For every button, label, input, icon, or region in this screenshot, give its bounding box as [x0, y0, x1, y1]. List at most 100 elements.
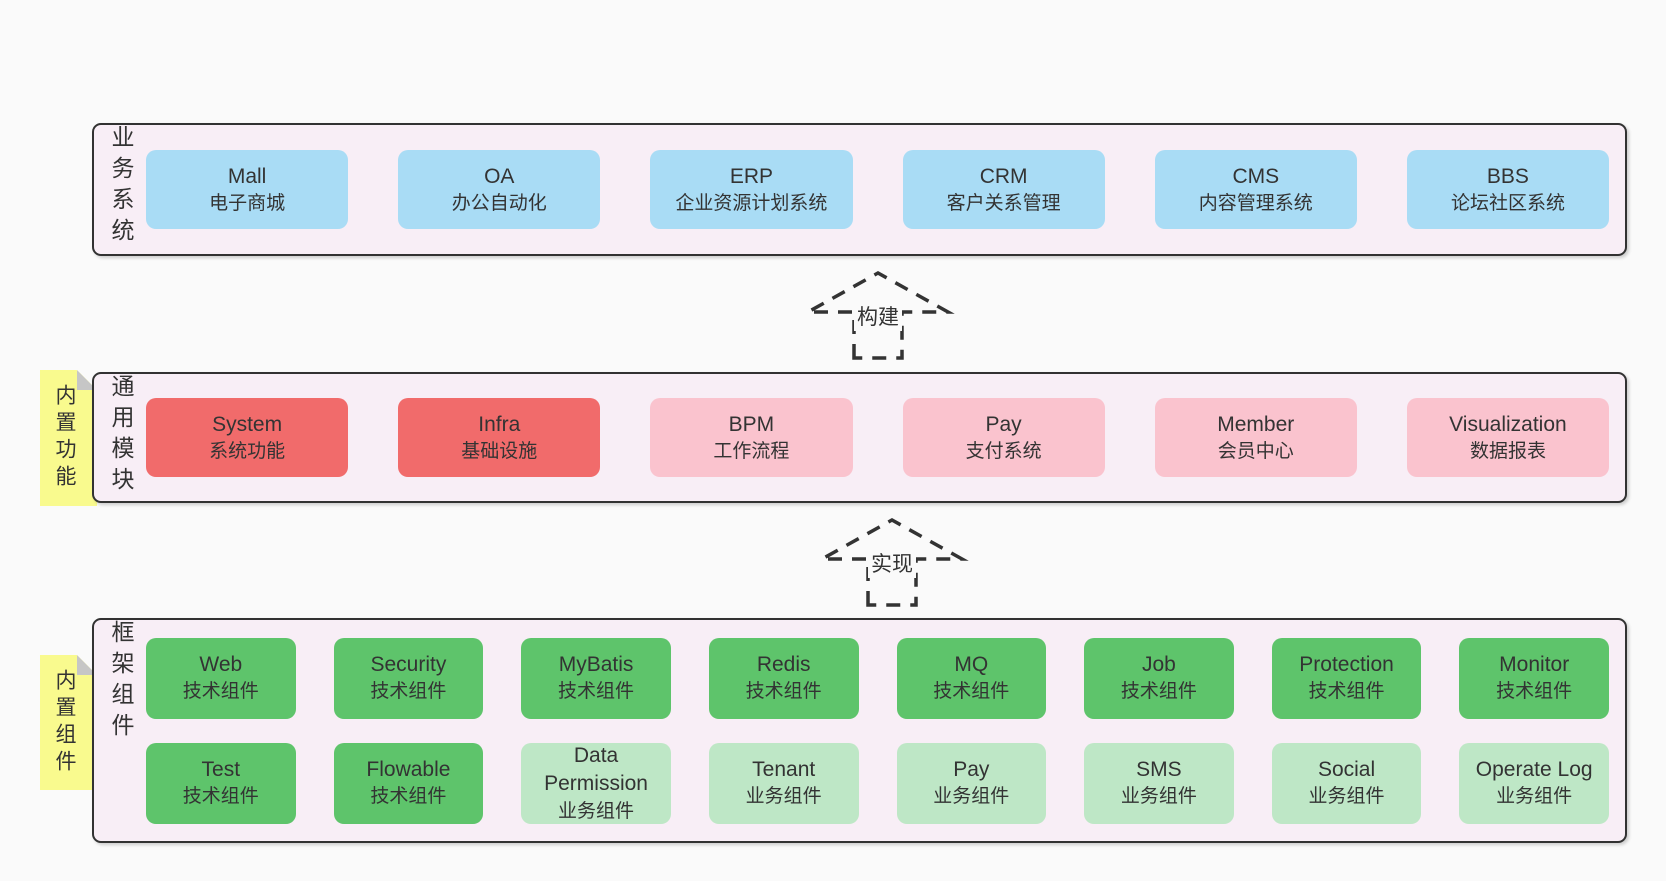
box-subtitle: 业务组件: [1120, 786, 1197, 808]
box-title: BBS: [1486, 164, 1529, 188]
arrow-implement: 实现: [812, 512, 972, 612]
box-title: Tenant: [752, 758, 816, 781]
box-title: Member: [1217, 412, 1295, 436]
box-title: System: [212, 412, 283, 436]
arrow-build-label: 构建: [854, 301, 902, 331]
box-member: Member 会员中心: [1154, 398, 1357, 477]
box-subtitle: 技术组件: [558, 681, 635, 703]
box-title: OA: [484, 164, 515, 188]
box-title: CMS: [1232, 164, 1280, 188]
box-title: BPM: [728, 412, 775, 436]
box-title: Job: [1142, 653, 1176, 676]
box-title: Test: [201, 758, 241, 781]
box-subtitle: 技术组件: [370, 786, 447, 808]
box-subtitle: 支付系统: [965, 440, 1042, 462]
box-job: Job 技术组件: [1084, 637, 1234, 719]
box-subtitle: 客户关系管理: [946, 192, 1061, 214]
box-subtitle: 业务组件: [745, 786, 822, 808]
arrow-implement-label: 实现: [868, 548, 916, 578]
box-title: SMS: [1136, 758, 1182, 781]
box-subtitle: 技术组件: [182, 681, 259, 703]
box-subtitle: 业务组件: [558, 800, 635, 822]
box-title: Protection: [1299, 653, 1394, 676]
box-subtitle: 技术组件: [370, 681, 447, 703]
box-grid-business: Mall 电子商城 OA 办公自动化 ERP 企业资源计划系统 CRM 客户关系管理 CMS 内容…: [146, 125, 1610, 254]
box-tenant: Tenant 业务组件: [708, 742, 859, 824]
box-sms: SMS 业务组件: [1084, 742, 1234, 824]
box-erp: ERP 企业资源计划系统: [650, 150, 853, 229]
box-operate-log: Operate Log 业务组件: [1459, 742, 1609, 824]
box-system: System 系统功能: [146, 398, 349, 477]
box-subtitle: 内容管理系统: [1198, 192, 1313, 214]
box-subtitle: 技术组件: [1496, 681, 1573, 703]
box-title: Pay: [953, 758, 990, 781]
box-subtitle: 工作流程: [713, 440, 790, 462]
box-title: CRM: [979, 164, 1028, 188]
box-subtitle: 电子商城: [209, 192, 286, 214]
box-title: Flowable: [366, 758, 451, 781]
sticky-note-built-in-features: 内置功能: [40, 370, 97, 506]
box-title: Visualization: [1449, 412, 1567, 436]
layer-label-components: 框架组件: [108, 620, 134, 744]
box-title: Operate Log: [1475, 758, 1593, 781]
box-subtitle: 技术组件: [1308, 681, 1385, 703]
sticky-label: 内置组件: [53, 668, 76, 777]
box-redis: Redis 技术组件: [708, 637, 859, 719]
box-mybatis: MyBatis 技术组件: [521, 637, 671, 719]
box-title: Infra: [478, 412, 521, 436]
box-web: Web 技术组件: [146, 637, 296, 719]
box-mq: MQ 技术组件: [896, 637, 1047, 719]
box-subtitle: 技术组件: [1120, 681, 1197, 703]
box-subtitle: 论坛社区系统: [1450, 192, 1565, 214]
box-title: Security: [370, 653, 447, 676]
box-title: ERP: [729, 164, 774, 188]
box-flowable: Flowable 技术组件: [333, 742, 484, 824]
box-title: Monitor: [1499, 653, 1570, 676]
box-subtitle: 业务组件: [1496, 786, 1573, 808]
box-test: Test 技术组件: [146, 742, 296, 824]
box-subtitle: 技术组件: [933, 681, 1010, 703]
box-subtitle: 技术组件: [745, 681, 822, 703]
box-title: Mall: [227, 164, 267, 188]
box-title: Data Permission: [544, 743, 648, 796]
box-protection: Protection 技术组件: [1271, 637, 1422, 719]
box-cms: CMS 内容管理系统: [1154, 150, 1357, 229]
arrow-build: 构建: [798, 265, 958, 365]
panel-business-systems: 业务系统 Mall 电子商城 OA 办公自动化 ERP 企业资源计划系统 CRM 客户关系管理…: [92, 123, 1627, 256]
box-bpm: BPM 工作流程: [650, 398, 853, 477]
sticky-note-built-in-components: 内置组件: [40, 655, 97, 790]
box-oa: OA 办公自动化: [398, 150, 601, 229]
box-title: Redis: [756, 653, 811, 676]
box-subtitle: 会员中心: [1217, 440, 1294, 462]
box-subtitle: 技术组件: [182, 786, 259, 808]
box-subtitle: 业务组件: [933, 786, 1010, 808]
box-title: MQ: [954, 653, 989, 676]
box-subtitle: 企业资源计划系统: [675, 192, 828, 214]
layer-label-business: 业务系统: [108, 125, 134, 249]
sticky-label: 内置功能: [53, 384, 76, 492]
box-subtitle: 系统功能: [209, 440, 286, 462]
box-title: MyBatis: [558, 653, 634, 676]
box-subtitle: 办公自动化: [451, 192, 547, 214]
box-monitor: Monitor 技术组件: [1459, 637, 1609, 719]
box-crm: CRM 客户关系管理: [902, 150, 1105, 229]
box-security: Security 技术组件: [333, 637, 484, 719]
box-pay: Pay 业务组件: [896, 742, 1047, 824]
layer-label-modules: 通用模块: [108, 374, 134, 498]
box-bbs: BBS 论坛社区系统: [1406, 150, 1610, 229]
box-title: Social: [1317, 758, 1376, 781]
box-data-permission: Data Permission 业务组件: [521, 742, 671, 824]
box-visualization: Visualization 数据报表: [1406, 398, 1610, 477]
box-title: Web: [199, 653, 243, 676]
box-subtitle: 数据报表: [1469, 440, 1546, 462]
